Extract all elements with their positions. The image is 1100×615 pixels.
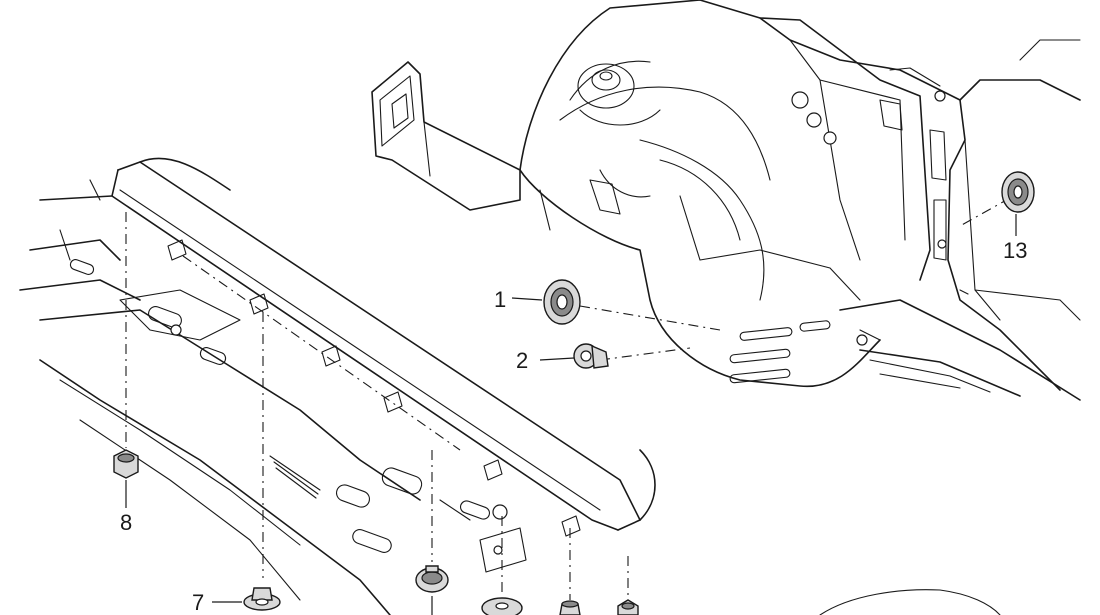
leader-lines <box>125 214 1017 615</box>
callout-8: 8 <box>120 510 132 535</box>
floor-sill-assembly <box>19 157 1001 615</box>
nut-part-8 <box>113 449 139 479</box>
installation-lines <box>125 197 1011 600</box>
grommet-part-13 <box>1001 171 1035 213</box>
wheelhouse-assembly <box>371 0 1081 401</box>
grommet-part-1 <box>543 279 581 325</box>
callout-1: 1 <box>494 287 506 312</box>
plug-part <box>415 565 449 593</box>
retainer-part-7 <box>243 587 281 611</box>
nut-part <box>617 599 639 615</box>
callout-7: 7 <box>192 590 204 615</box>
clip-part-2 <box>573 343 609 369</box>
bottom-fasteners <box>415 565 639 615</box>
callout-2: 2 <box>516 348 528 373</box>
washer-part <box>481 597 523 615</box>
clip-part <box>559 600 581 615</box>
callout-13: 13 <box>1003 238 1027 263</box>
